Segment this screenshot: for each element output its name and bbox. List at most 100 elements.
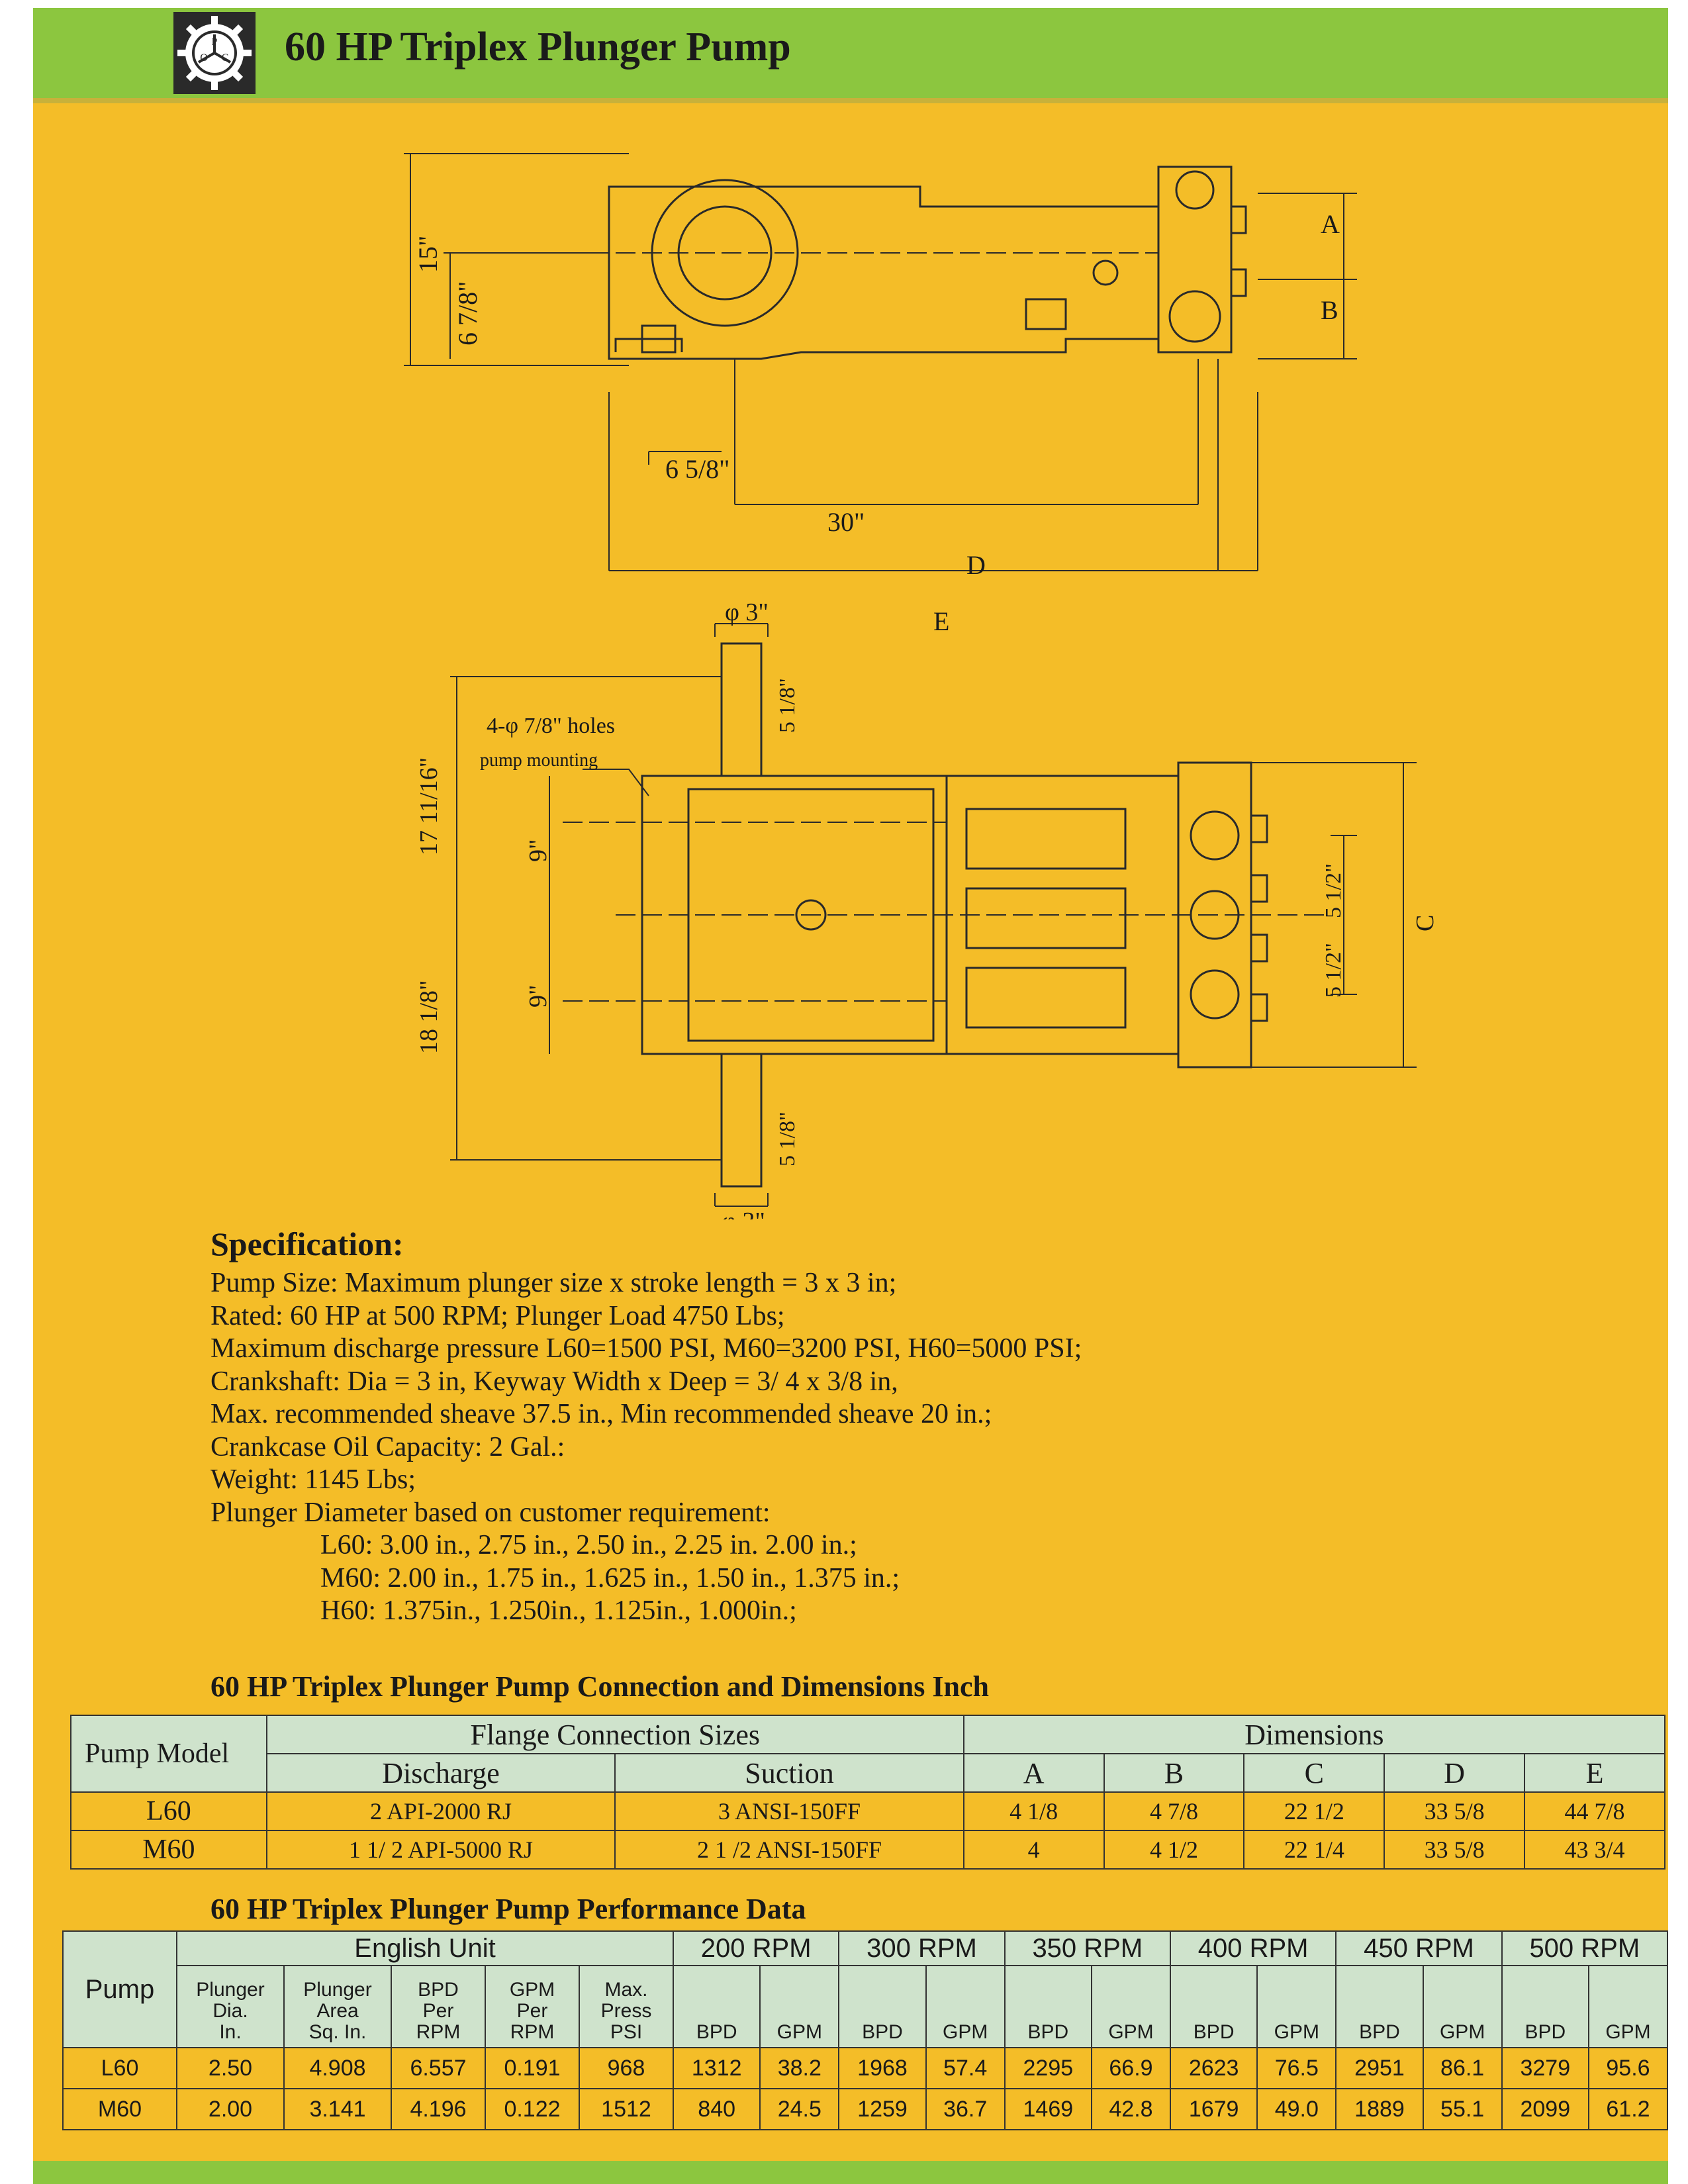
gear-logo-icon: P O C — [177, 16, 252, 90]
svg-text:C: C — [222, 52, 229, 64]
spec-line: Crankshaft: Dia = 3 in, Keyway Width x D… — [211, 1366, 898, 1397]
label-right-bottom: 5 1/2" — [1321, 943, 1346, 998]
suction-cell: 2 1 /2 ANSI-150FF — [614, 1830, 964, 1870]
value-cell: 3279 — [1501, 2047, 1589, 2089]
label-left-top: 17 11/16" — [415, 757, 443, 855]
value-cell: 57.4 — [925, 2047, 1006, 2089]
value-cell: 2623 — [1169, 2047, 1258, 2089]
value-cell: 1679 — [1169, 2088, 1258, 2130]
value-cell: 840 — [672, 2088, 761, 2130]
col-a-header: A — [962, 1753, 1105, 1793]
value-cell: 0.191 — [485, 2047, 580, 2089]
label-inner-bottom: 9" — [524, 984, 552, 1008]
value-cell: 1312 — [672, 2047, 761, 2089]
spec-line: Crankcase Oil Capacity: 2 Gal.: — [211, 1431, 565, 1462]
side-view — [404, 153, 1357, 571]
value-cell: 4.196 — [391, 2088, 486, 2130]
brochure-page: P O C 60 HP Triplex Plunger Pump — [33, 8, 1668, 2184]
dimensions-header: Dimensions — [962, 1715, 1666, 1754]
performance-table: Pump English Unit 200 RPM 300 RPM 350 RP… — [62, 1930, 1668, 2130]
model-cell: L60 — [70, 1791, 267, 1831]
value-cell: 2099 — [1501, 2088, 1589, 2130]
label-center: 6 7/8" — [453, 281, 483, 346]
rpm-450-header: 450 RPM — [1335, 1930, 1503, 1966]
suction-cell: 3 ANSI-150FF — [614, 1791, 964, 1831]
value-cell: 0.122 — [485, 2088, 580, 2130]
label-left-bottom: 18 1/8" — [415, 980, 443, 1054]
spec-indented-line: H60: 1.375in., 1.250in., 1.125in., 1.000… — [320, 1595, 797, 1626]
dim-cell: 4 7/8 — [1103, 1791, 1245, 1831]
table-row: L60 2.50 4.908 6.557 0.191 968 1312 38.2… — [62, 2047, 1668, 2089]
value-cell: 1889 — [1335, 2088, 1424, 2130]
value-cell: 38.2 — [759, 2047, 840, 2089]
label-shaft-len-bottom: 5 1/8" — [775, 1112, 800, 1166]
label-dim-b: B — [1321, 295, 1338, 325]
value-cell: 55.1 — [1422, 2088, 1503, 2130]
label-dim-a: A — [1321, 209, 1340, 239]
model-cell: M60 — [70, 1830, 267, 1870]
discharge-header: Discharge — [265, 1753, 616, 1793]
dim-cell: 4 1/8 — [962, 1791, 1105, 1831]
table-row: M60 1 1/ 2 API-5000 RJ 2 1 /2 ANSI-150FF… — [70, 1830, 1665, 1870]
top-view — [450, 623, 1417, 1207]
label-shaft-bottom: φ 3" — [722, 1208, 765, 1219]
value-cell: 6.557 — [391, 2047, 486, 2089]
specification-block: Specification: Pump Size: Maximum plunge… — [211, 1225, 1082, 1628]
value-cell: 1259 — [838, 2088, 927, 2130]
label-dim-c: C — [1411, 915, 1439, 931]
gpm-header: GPM — [759, 1965, 840, 2048]
dim-cell: 33 5/8 — [1383, 1791, 1526, 1831]
value-cell: 1469 — [1004, 2088, 1092, 2130]
dim-cell: 44 7/8 — [1524, 1791, 1665, 1831]
spec-indented-line: L60: 3.00 in., 2.75 in., 2.50 in., 2.25 … — [320, 1530, 857, 1560]
label-height: 15" — [413, 236, 443, 273]
bpd-header: BPD — [1335, 1965, 1424, 2048]
pump-drawing: 15" 6 7/8" 6 5/8" 30" A B D E — [404, 153, 1439, 1219]
bpd-header: BPD — [838, 1965, 927, 2048]
header-bar — [33, 8, 1668, 98]
label-shaft-len-top: 5 1/8" — [775, 678, 800, 733]
company-logo: P O C — [173, 12, 256, 94]
spec-line: Rated: 60 HP at 500 RPM; Plunger Load 47… — [211, 1300, 785, 1331]
label-dim-e: E — [933, 606, 949, 636]
dimensions-table: Pump Model Flange Connection Sizes Dimen… — [70, 1715, 1666, 1870]
value-cell: 3.141 — [283, 2088, 392, 2130]
value-cell: 61.2 — [1587, 2088, 1668, 2130]
top-view-labels: φ 3" φ 3" 5 1/8" 5 1/8" 4-φ 7/8" holes p… — [415, 598, 1439, 1219]
dim-cell: 22 1/4 — [1243, 1830, 1385, 1870]
model-cell: L60 — [62, 2047, 177, 2089]
suction-header: Suction — [614, 1753, 964, 1793]
rpm-200-header: 200 RPM — [672, 1930, 840, 1966]
label-mounting: pump mounting — [480, 750, 598, 771]
value-cell: 2.00 — [176, 2088, 285, 2130]
spec-line: Plunger Diameter based on customer requi… — [211, 1497, 771, 1528]
label-inner-top: 9" — [524, 839, 552, 862]
value-cell: 4.908 — [283, 2047, 392, 2089]
bpd-header: BPD — [672, 1965, 761, 2048]
bpd-header: BPD — [1169, 1965, 1258, 2048]
dim-cell: 33 5/8 — [1383, 1830, 1526, 1870]
value-cell: 36.7 — [925, 2088, 1006, 2130]
table-row: M60 2.00 3.141 4.196 0.122 1512 840 24.5… — [62, 2088, 1668, 2130]
svg-text:P: P — [212, 36, 218, 48]
bpd-header: BPD — [1501, 1965, 1589, 2048]
gpm-header: GPM — [925, 1965, 1006, 2048]
spec-title: Specification: — [211, 1225, 404, 1262]
bpd-header: BPD — [1004, 1965, 1092, 2048]
value-cell: 42.8 — [1090, 2088, 1171, 2130]
value-cell: 1512 — [579, 2088, 674, 2130]
flange-header: Flange Connection Sizes — [265, 1715, 964, 1754]
rpm-400-header: 400 RPM — [1169, 1930, 1337, 1966]
col-c-header: C — [1243, 1753, 1385, 1793]
value-cell: 76.5 — [1256, 2047, 1337, 2089]
dim-cell: 4 1/2 — [1103, 1830, 1245, 1870]
label-dim-d: D — [966, 550, 986, 580]
side-view-labels: 15" 6 7/8" 6 5/8" 30" A B D E — [413, 209, 1340, 636]
label-offset: 6 5/8" — [665, 454, 729, 484]
value-cell: 2295 — [1004, 2047, 1092, 2089]
model-cell: M60 — [62, 2088, 177, 2130]
